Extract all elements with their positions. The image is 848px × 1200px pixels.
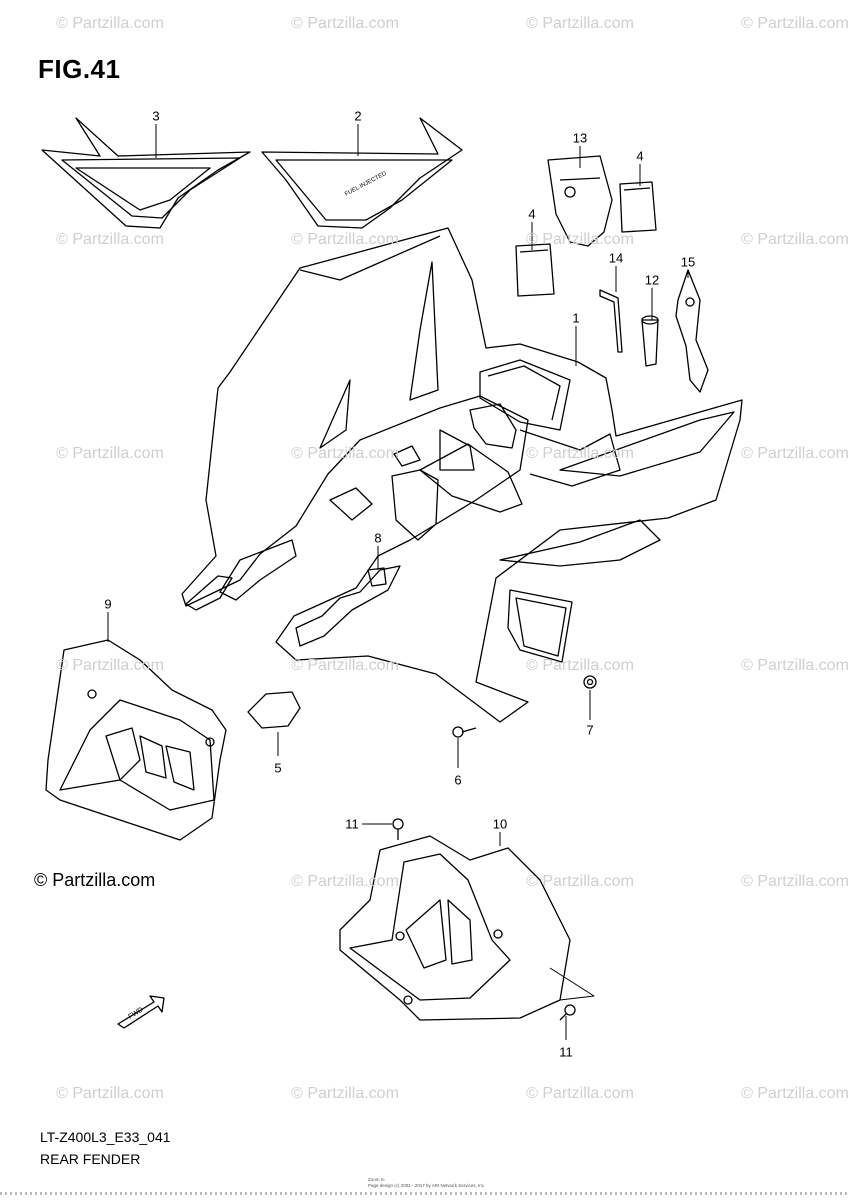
rear-fender-body — [181, 227, 743, 723]
callout-13: 13 — [572, 130, 588, 146]
callout-12: 12 — [644, 272, 660, 288]
nut-7 — [583, 675, 597, 689]
watermark-text: © Partzilla.com — [741, 873, 848, 890]
watermark-text: © Partzilla.com — [291, 15, 399, 32]
callout-9: 9 — [104, 596, 112, 612]
callout-10: 10 — [492, 816, 508, 832]
spacer-pad-left — [515, 243, 555, 297]
cover-panel — [339, 835, 571, 1021]
watermark-text: © Partzilla.com — [291, 445, 399, 462]
watermark-text: © Partzilla.com — [526, 873, 634, 890]
watermark-text: © Partzilla.com — [741, 231, 848, 248]
watermark-text: © Partzilla.com — [56, 445, 164, 462]
watermark-text: © Partzilla.com — [56, 231, 164, 248]
watermark-text: © Partzilla.com — [291, 1085, 399, 1102]
forward-arrow-icon: FWD — [117, 995, 165, 1029]
mud-guard — [45, 639, 227, 841]
footer-copyright: Page design (c) 2001 - 2017 by ARI Netwo… — [368, 1183, 486, 1188]
callout-5: 5 — [274, 760, 282, 776]
callout-3: 3 — [152, 108, 160, 124]
page-footer: Zoom In Page design (c) 2001 - 2017 by A… — [368, 1177, 568, 1189]
watermark-text: © Partzilla.com — [741, 657, 848, 674]
figure-title: FIG.41 — [38, 54, 121, 84]
screw-6 — [452, 726, 477, 738]
watermark-text: © Partzilla.com — [56, 1085, 164, 1102]
watermark-text: © Partzilla.com — [526, 1085, 634, 1102]
watermark-text: © Partzilla.com — [741, 445, 848, 462]
watermark-text: © Partzilla.com — [526, 231, 634, 248]
callout-8: 8 — [374, 530, 382, 546]
leader-lines — [107, 124, 689, 1040]
callout-1: 1 — [572, 310, 580, 326]
diagram-code: LT-Z400L3_E33_041 — [40, 1129, 171, 1145]
cover-cap — [247, 691, 301, 729]
footer-zoom-link[interactable]: Zoom In — [368, 1177, 385, 1182]
plug-grip — [641, 315, 659, 367]
callout-15: 15 — [680, 254, 696, 270]
watermark-text: © Partzilla.com — [741, 15, 848, 32]
watermark-text: © Partzilla.com — [741, 1085, 848, 1102]
callout-11-bottom: 11 — [559, 1044, 573, 1060]
callout-4-right: 4 — [636, 148, 644, 164]
bottom-divider — [0, 1192, 848, 1195]
callout-7: 7 — [586, 722, 594, 738]
diagram-name: REAR FENDER — [40, 1151, 141, 1167]
watermark-text: © Partzilla.com — [56, 15, 164, 32]
tool-bag — [547, 155, 613, 247]
callout-2: 2 — [354, 108, 362, 124]
spanner-wrench — [675, 269, 709, 393]
hex-key — [599, 289, 623, 353]
watermark-text: © Partzilla.com — [526, 445, 634, 462]
watermark-text: © Partzilla.com — [56, 657, 164, 674]
screw-11-top — [392, 818, 404, 840]
clip-fastener — [367, 567, 387, 587]
callout-11-top: 11 — [345, 816, 359, 832]
watermark-text: © Partzilla.com — [291, 657, 399, 674]
watermark-text: © Partzilla.com — [291, 873, 399, 890]
brand-watermark: © Partzilla.com — [34, 870, 156, 890]
callout-6: 6 — [454, 772, 462, 788]
right-decal: FUEL INJECTED — [261, 117, 463, 229]
callout-4-left: 4 — [528, 206, 536, 222]
screw-11-bottom — [559, 1004, 576, 1021]
left-decal — [41, 117, 251, 229]
watermark-text: © Partzilla.com — [526, 657, 634, 674]
callout-14: 14 — [608, 250, 624, 266]
watermark-text: © Partzilla.com — [291, 231, 399, 248]
decal-text: FUEL INJECTED — [344, 171, 388, 198]
spacer-pad-right — [619, 181, 657, 233]
watermark-text: © Partzilla.com — [526, 15, 634, 32]
